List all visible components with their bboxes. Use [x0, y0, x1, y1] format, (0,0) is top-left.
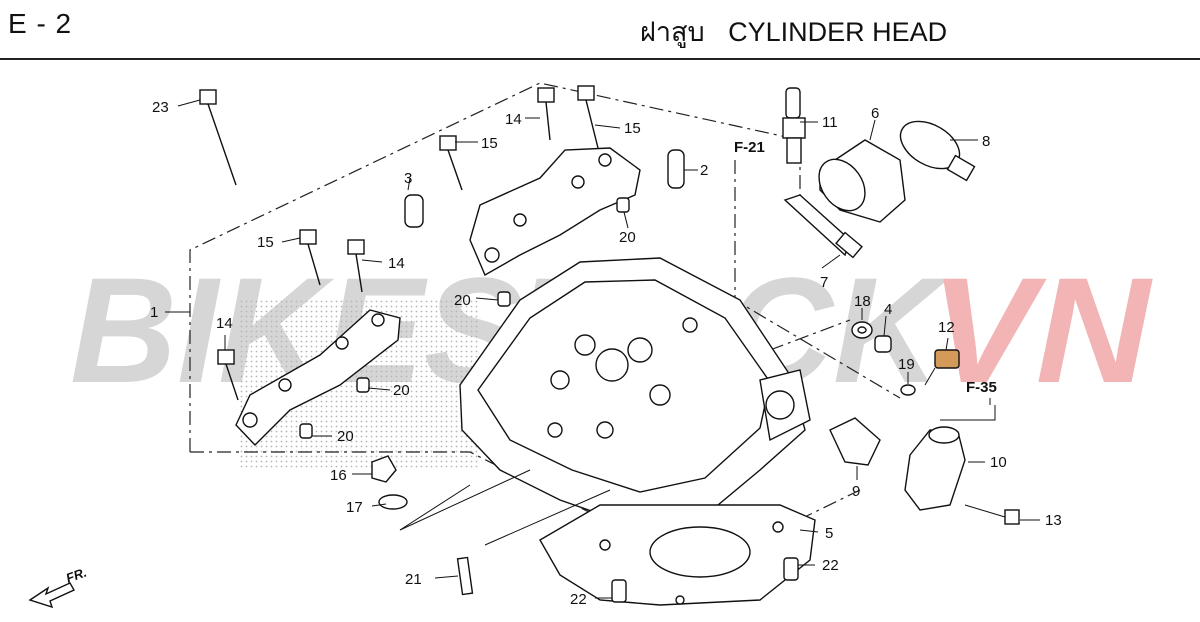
- callout-12: 12: [938, 319, 955, 336]
- callout-15: 15: [481, 135, 498, 152]
- thermostat-housing: [829, 417, 1020, 525]
- callout-10: 10: [990, 454, 1007, 471]
- ref-f35[interactable]: F-35: [966, 379, 997, 396]
- cylinder-head: [459, 257, 811, 529]
- callout-22: 22: [822, 557, 839, 574]
- callout-2: 2: [700, 162, 708, 179]
- front-direction-marker: FR.: [28, 565, 89, 609]
- callout-16: 16: [330, 467, 347, 484]
- callout-20: 20: [454, 292, 471, 309]
- watermark-accent: VN: [930, 246, 1153, 414]
- callout-23: 23: [152, 99, 169, 116]
- callout-17: 17: [346, 499, 363, 516]
- callout-6: 6: [871, 105, 879, 122]
- callout-15: 15: [257, 234, 274, 251]
- callout-21: 21: [405, 571, 422, 588]
- small-parts: [299, 149, 799, 603]
- callout-7: 7: [820, 274, 828, 291]
- callout-22: 22: [570, 591, 587, 608]
- callout-14: 14: [216, 315, 233, 332]
- callout-20: 20: [337, 428, 354, 445]
- callout-14: 14: [505, 111, 522, 128]
- callout-13: 13: [1045, 512, 1062, 529]
- flange-bolts: [199, 85, 599, 401]
- callout-8: 8: [982, 133, 990, 150]
- callout-9: 9: [852, 483, 860, 500]
- front-label: FR.: [64, 565, 89, 586]
- exploded-parts-diagram: BIKESTOCK VN: [28, 82, 1153, 609]
- spark-plug: [782, 87, 806, 164]
- callout-4: 4: [884, 301, 892, 318]
- page-header: E - 2 ฝาสูบ CYLINDER HEAD: [0, 0, 1200, 60]
- cylinder-head-gasket: [539, 504, 816, 606]
- title-thai: ฝาสูบ: [640, 17, 705, 47]
- callout-19: 19: [898, 356, 915, 373]
- callout-numbers: 23 14 15 15 3 2 20 15 14 20 1 14 20 20 1…: [150, 99, 1062, 608]
- camshaft-holder-upper: [469, 147, 641, 276]
- callout-20: 20: [393, 382, 410, 399]
- callout-18: 18: [854, 293, 871, 310]
- sensor-parts: [851, 321, 960, 396]
- callout-5: 5: [825, 525, 833, 542]
- callout-20: 20: [619, 229, 636, 246]
- header-divider: [0, 58, 1200, 60]
- callout-14: 14: [388, 255, 405, 272]
- page-title: ฝาสูบ CYLINDER HEAD: [640, 10, 947, 53]
- title-english: CYLINDER HEAD: [728, 17, 948, 47]
- callout-11: 11: [822, 114, 838, 131]
- callout-1: 1: [150, 304, 158, 321]
- leader-lines: [165, 99, 1040, 599]
- callout-15: 15: [624, 120, 641, 137]
- camshaft-holder-lower: [235, 309, 401, 447]
- ref-f21[interactable]: F-21: [734, 139, 765, 156]
- callout-3: 3: [404, 170, 412, 187]
- carburetor-insulator: [783, 120, 976, 259]
- page-code: E - 2: [8, 8, 73, 39]
